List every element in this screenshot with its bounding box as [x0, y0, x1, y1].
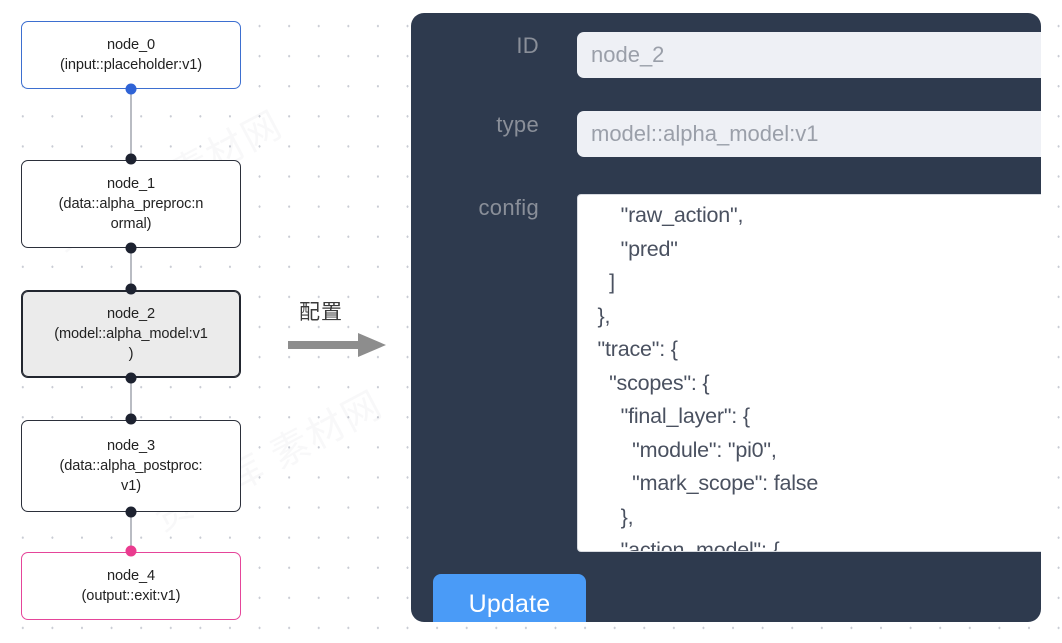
node-label: node_0 (input::placeholder:v1) [59, 37, 203, 73]
edge-node0-node1 [130, 88, 132, 160]
edge-node1-node2 [130, 247, 132, 289]
right-arrow-icon [288, 333, 386, 357]
node-4-input-handle[interactable] [125, 545, 137, 557]
edge-node2-node3 [130, 377, 132, 419]
node-0-output-handle[interactable] [125, 83, 137, 95]
graph-node-node-1[interactable]: node_1 (data::alpha_preproc:n ormal) [21, 160, 241, 248]
id-input[interactable] [577, 32, 1041, 78]
type-field-row: type [449, 111, 1041, 157]
node-3-input-handle[interactable] [125, 413, 137, 425]
node-config-panel: ID type config "raw_action", "pred" ] },… [411, 13, 1041, 622]
config-field-row: config "raw_action", "pred" ] }, "trace"… [425, 194, 1041, 552]
update-button[interactable]: Update [433, 574, 586, 622]
node-label: node_2 (model::alpha_model:v1 ) [54, 306, 208, 362]
edge-node3-node4 [130, 511, 132, 551]
node-label: node_3 (data::alpha_postproc: v1) [59, 438, 203, 494]
config-textarea-wrapper: "raw_action", "pred" ] }, "trace": { "sc… [577, 194, 1041, 552]
id-label: ID [516, 33, 539, 58]
arrow-caption: 配置 [299, 300, 343, 324]
graph-node-node-3[interactable]: node_3 (data::alpha_postproc: v1) [21, 420, 241, 512]
node-1-input-handle[interactable] [125, 153, 137, 165]
graph-node-node-2[interactable]: node_2 (model::alpha_model:v1 ) [21, 290, 241, 378]
node-label: node_1 (data::alpha_preproc:n ormal) [58, 176, 204, 232]
transition-arrow-group: 配置 [288, 296, 398, 358]
node-2-output-handle[interactable] [125, 372, 137, 384]
id-field-row: ID [471, 32, 1041, 78]
graph-node-node-0[interactable]: node_0 (input::placeholder:v1) [21, 21, 241, 89]
type-input[interactable] [577, 111, 1041, 157]
node-2-input-handle[interactable] [125, 283, 137, 295]
type-label: type [496, 112, 539, 137]
node-1-output-handle[interactable] [125, 242, 137, 254]
config-textarea[interactable]: "raw_action", "pred" ] }, "trace": { "sc… [578, 197, 1030, 551]
config-label: config [478, 195, 539, 220]
graph-node-node-4[interactable]: node_4 (output::exit:v1) [21, 552, 241, 620]
node-3-output-handle[interactable] [125, 506, 137, 518]
node-label: node_4 (output::exit:v1) [81, 568, 181, 604]
